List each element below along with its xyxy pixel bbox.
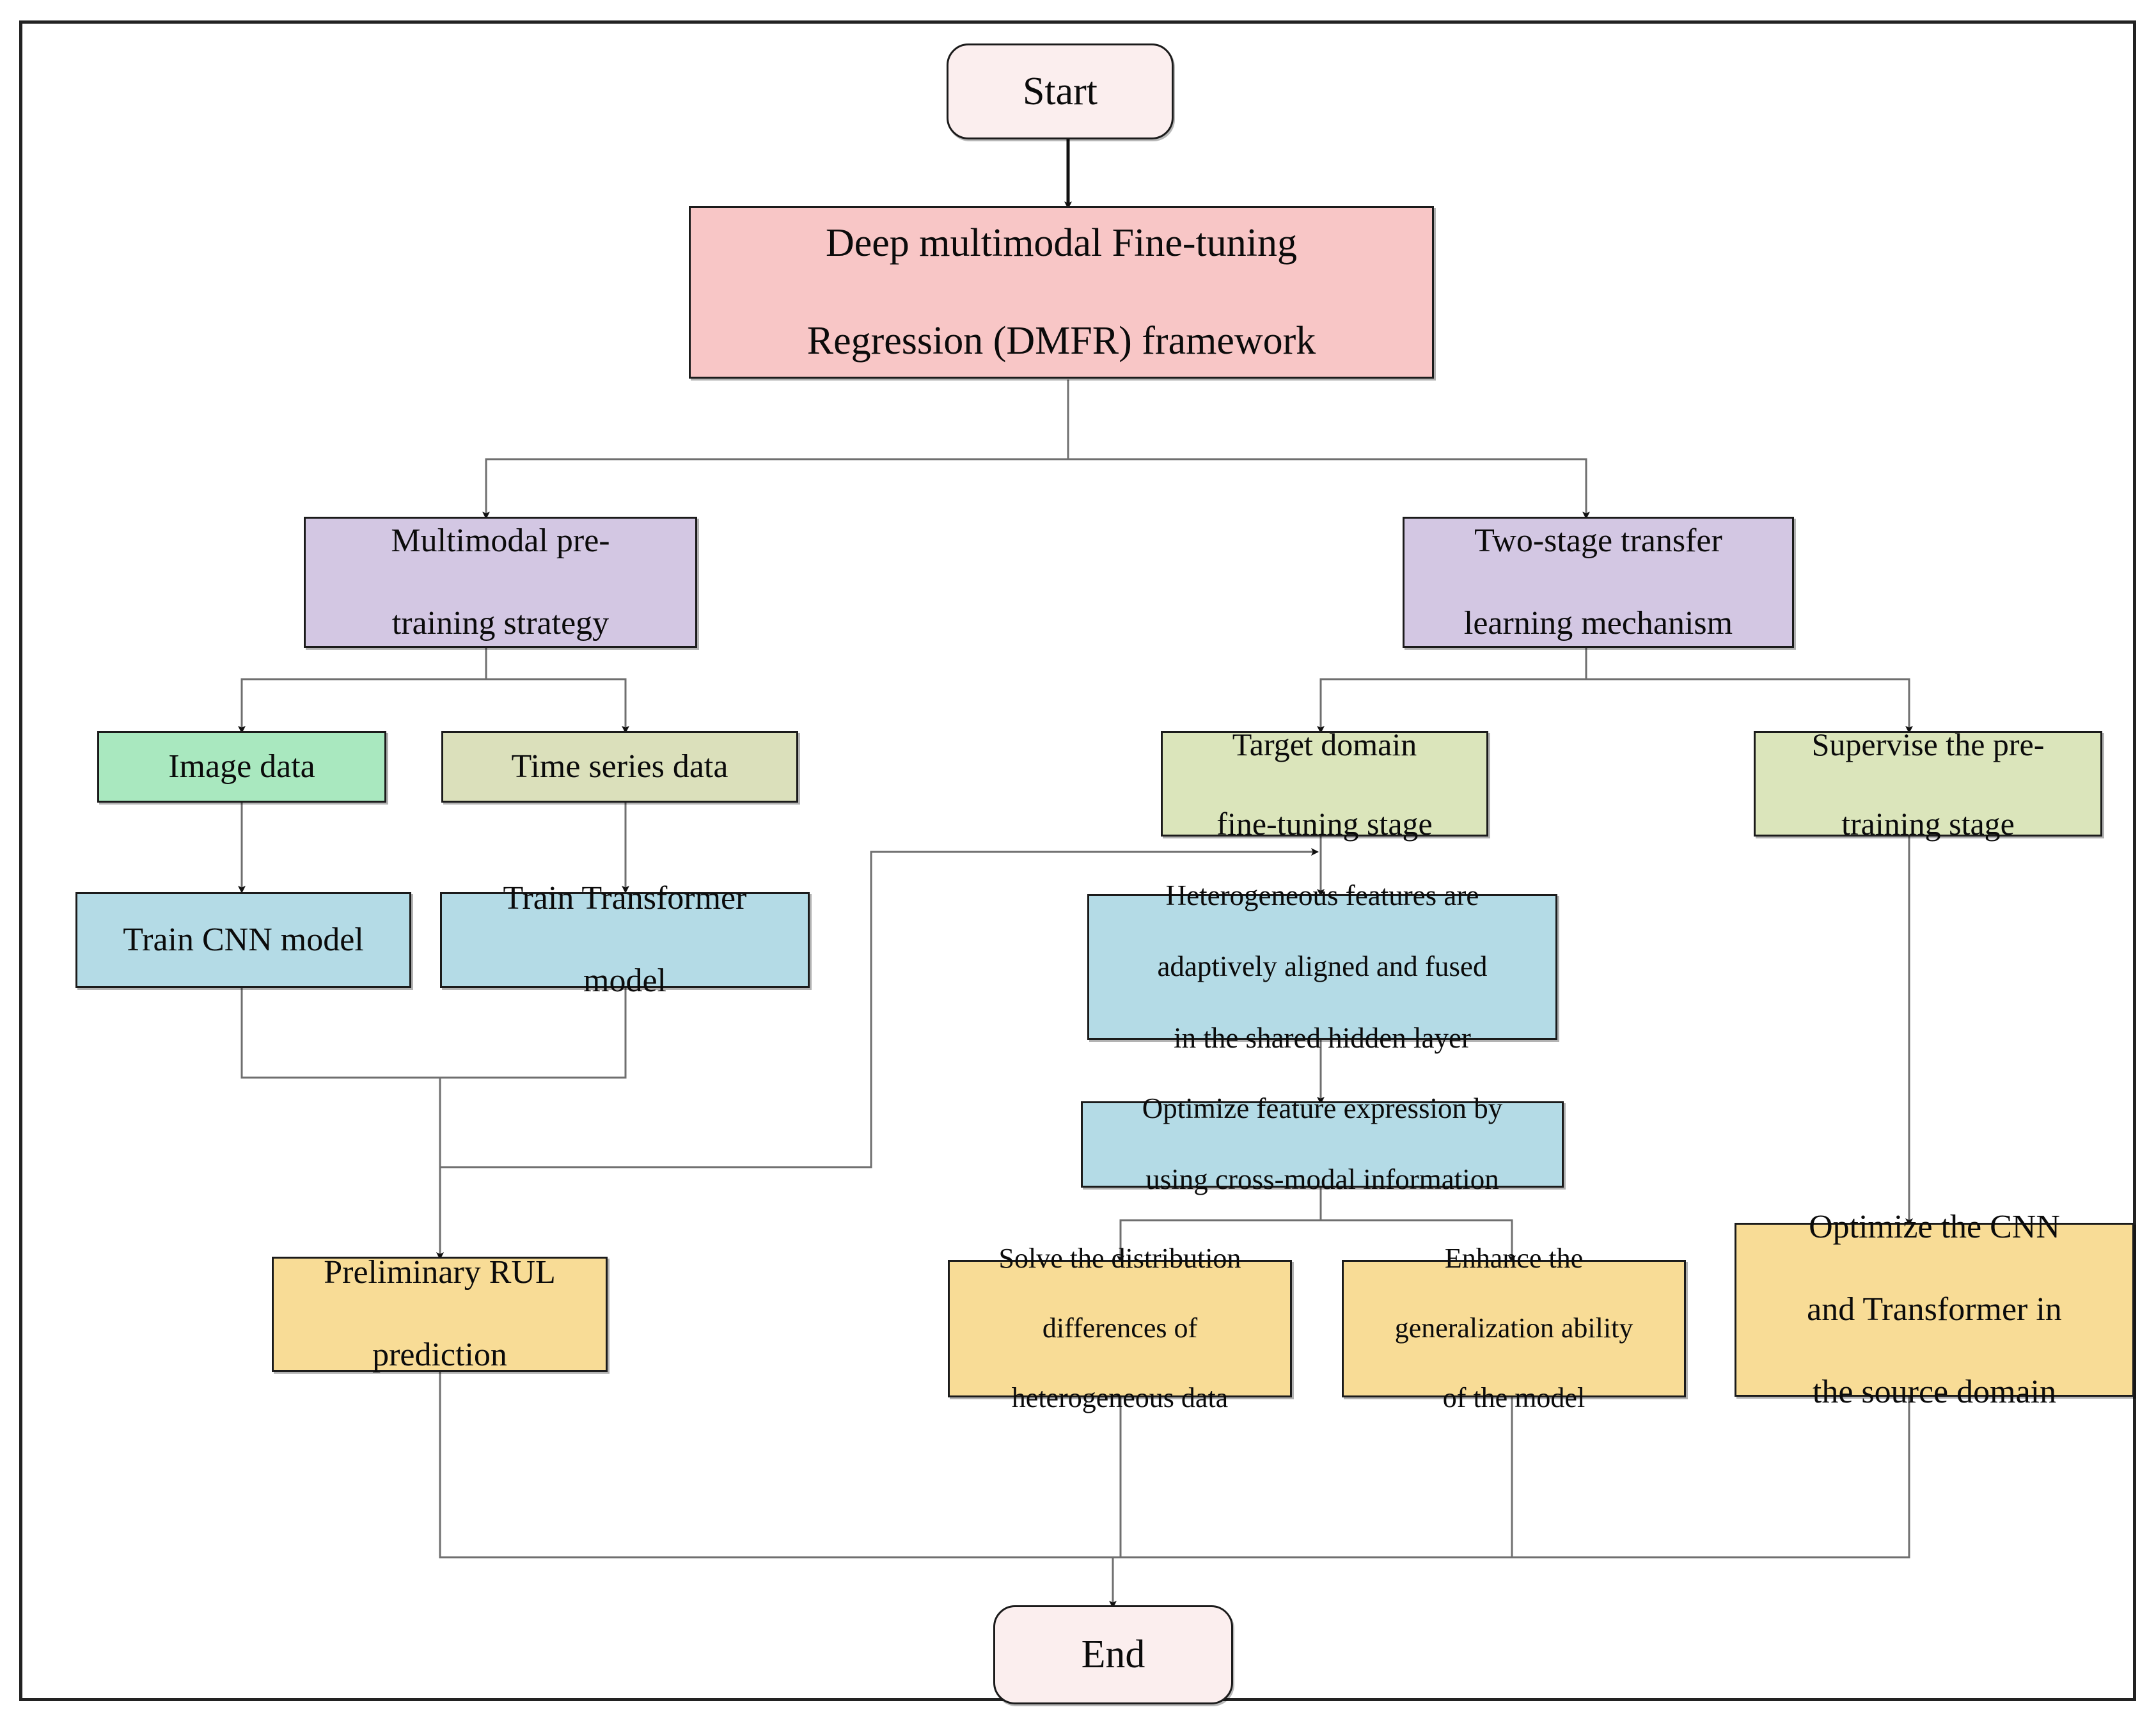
node-solve-distribution-line1: Solve the distribution [998, 1243, 1241, 1275]
node-image-data-label: Image data [168, 748, 315, 785]
node-two-stage-transfer-line2: learning mechanism [1463, 604, 1733, 641]
node-time-series-data-label: Time series data [511, 748, 728, 785]
node-enhance-generalization-line3: of the model [1442, 1382, 1586, 1414]
node-heterogeneous-features-label: Heterogeneous features are adaptively ali… [1094, 878, 1550, 1057]
node-target-domain-label: Target domain fine-tuning stage [1168, 725, 1481, 844]
node-optimize-cnn-transformer-line1: Optimize the CNN [1809, 1208, 2060, 1245]
node-heterogeneous-features-line1: Heterogeneous features are [1165, 879, 1479, 911]
node-solve-distribution-line2: differences of [1042, 1312, 1198, 1344]
node-optimize-cnn-transformer-line2: and Transformer in [1807, 1291, 2062, 1328]
node-multimodal-pretraining[interactable]: Multimodal pre-training strategy [304, 517, 697, 648]
node-multimodal-pretraining-label: Multimodal pre-training strategy [311, 521, 690, 644]
node-two-stage-transfer-line1: Two-stage transfer [1474, 522, 1722, 559]
node-enhance-generalization[interactable]: Enhance the generalization ability of the … [1342, 1243, 1686, 1413]
node-supervise-pretraining-line1: Supervise the pre- [1811, 726, 2045, 762]
node-multimodal-pretraining-line1: Multimodal pre- [391, 522, 610, 559]
node-end-label: End [1081, 1633, 1145, 1677]
node-preliminary-rul-line2: prediction [372, 1337, 507, 1374]
node-image-data[interactable]: Image data [97, 731, 386, 803]
node-supervise-pretraining-label: Supervise the pre-training stage [1761, 725, 2095, 844]
node-supervise-pretraining[interactable]: Supervise the pre-training stage [1754, 727, 2102, 842]
node-preliminary-rul-line1: Preliminary RUL [324, 1254, 556, 1291]
node-train-transformer-line1: Train Transformer [503, 880, 747, 917]
node-heterogeneous-features-line2: adaptively aligned and fused [1157, 950, 1488, 983]
node-preliminary-rul[interactable]: Preliminary RUL prediction [272, 1254, 608, 1373]
node-preliminary-rul-label: Preliminary RUL prediction [279, 1252, 601, 1376]
node-optimize-feature-line1: Optimize feature expression by [1142, 1092, 1503, 1124]
node-framework-line2: Regression (DMFR) framework [807, 319, 1316, 363]
node-end[interactable]: End [993, 1605, 1233, 1704]
node-train-cnn-label: Train CNN model [123, 921, 364, 958]
node-train-transformer-label: Train Transformer model [447, 878, 803, 1002]
node-train-cnn[interactable]: Train CNN model [75, 892, 411, 988]
node-start[interactable]: Start [947, 43, 1174, 139]
node-enhance-generalization-line2: generalization ability [1394, 1312, 1633, 1344]
node-target-domain-line1: Target domain [1232, 726, 1417, 762]
node-heterogeneous-features-line3: in the shared hidden layer [1174, 1021, 1471, 1054]
node-supervise-pretraining-line2: training stage [1841, 805, 2015, 842]
node-two-stage-transfer[interactable]: Two-stage transfer learning mechanism [1403, 517, 1794, 648]
node-heterogeneous-features[interactable]: Heterogeneous features are adaptively ali… [1087, 879, 1557, 1054]
node-optimize-cnn-transformer-line3: the source domain [1812, 1373, 2057, 1410]
node-time-series-data[interactable]: Time series data [441, 731, 798, 803]
node-solve-distribution-line3: heterogeneous data [1011, 1382, 1229, 1414]
node-enhance-generalization-label: Enhance the generalization ability of the … [1349, 1241, 1679, 1416]
node-optimize-feature-label: Optimize feature expression by using cros… [1088, 1091, 1557, 1198]
node-train-transformer-line2: model [583, 963, 666, 1000]
node-optimize-feature-line2: using cross-modal information [1145, 1163, 1499, 1196]
node-optimize-cnn-transformer-label: Optimize the CNN and Transformer in the so… [1742, 1207, 2127, 1413]
node-multimodal-pretraining-line2: training strategy [391, 604, 610, 641]
node-framework-line1: Deep multimodal Fine-tuning [825, 221, 1297, 265]
node-target-domain-line2: fine-tuning stage [1216, 805, 1433, 842]
node-solve-distribution-label: Solve the distribution differences of hete… [955, 1241, 1285, 1416]
node-optimize-cnn-transformer[interactable]: Optimize the CNN and Transformer in the so… [1735, 1209, 2134, 1410]
node-two-stage-transfer-label: Two-stage transfer learning mechanism [1410, 521, 1787, 644]
node-solve-distribution[interactable]: Solve the distribution differences of hete… [948, 1243, 1292, 1413]
node-start-label: Start [1022, 69, 1098, 113]
node-train-transformer[interactable]: Train Transformer model [440, 880, 810, 999]
node-enhance-generalization-line1: Enhance the [1444, 1243, 1584, 1275]
node-target-domain[interactable]: Target domain fine-tuning stage [1161, 727, 1488, 842]
node-optimize-feature[interactable]: Optimize feature expression by using cros… [1081, 1092, 1564, 1195]
